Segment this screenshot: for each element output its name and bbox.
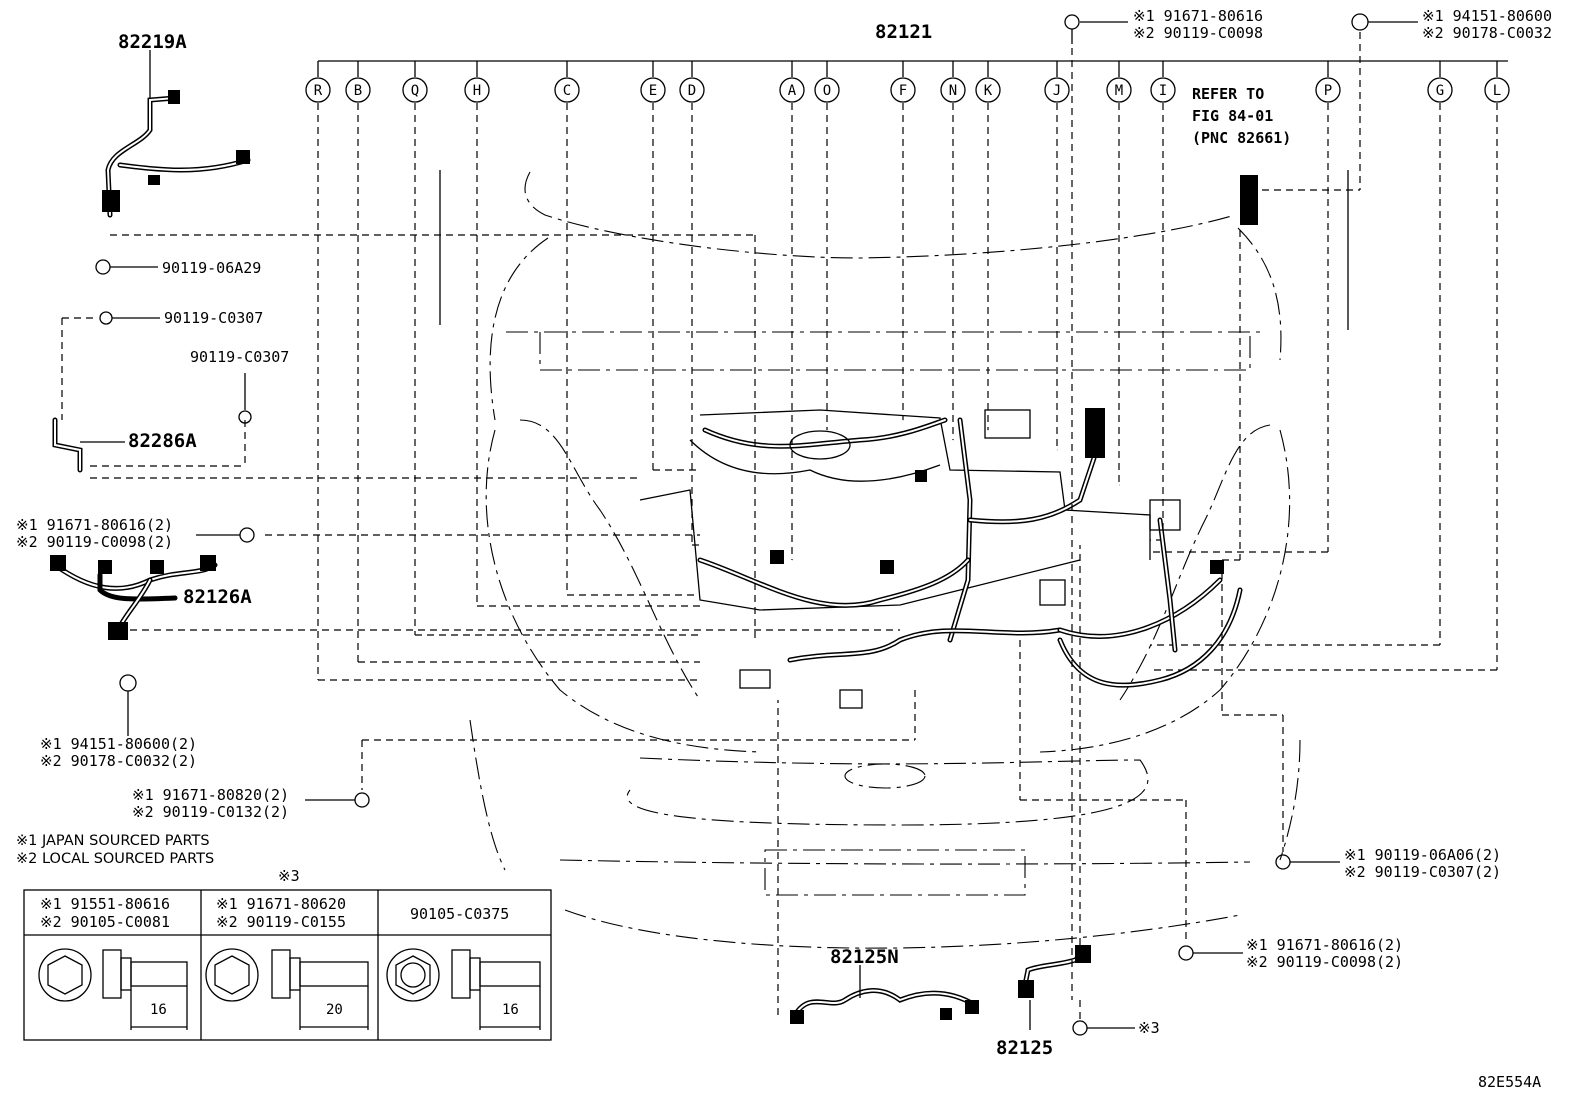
callout-letter-N: N [949, 83, 957, 99]
wire-harness-82126A [50, 534, 900, 640]
engine-wire-harness-82121 [639, 175, 1258, 709]
part-label-top1a: ※1 91671-80616 [1133, 7, 1263, 25]
bolt-length-1: 16 [150, 1002, 167, 1018]
part-label-90119-06A29: 90119-06A29 [162, 259, 261, 277]
callout-circle-C [554, 77, 580, 103]
part-label-90119-C0307-a: 90119-C0307 [164, 309, 263, 327]
fastener-table: ※3 ※1 91551-80616 ※2 90105-C0081 ※1 9167… [23, 867, 552, 1041]
table-cell-2-line-1: ※1 91671-80620 [216, 895, 346, 913]
callout-letter-E: E [649, 83, 657, 99]
bolt-drawing-2: 20 [205, 948, 369, 1030]
callout-circle-B [345, 77, 371, 103]
part-label-right2a: ※1 91671-80616(2) [1246, 936, 1403, 954]
callout-circle-M [1106, 77, 1132, 103]
callout-letter-A: A [788, 83, 797, 99]
nut-drawing-3: 16 [386, 948, 541, 1030]
part-label-right2b: ※2 90119-C0098(2) [1246, 953, 1403, 971]
callout-circle-G [1427, 77, 1453, 103]
callout-circle-Q [402, 77, 428, 103]
part-label-top2b: ※2 90178-C0032 [1422, 24, 1552, 42]
table-cell-1-line-2: ※2 90105-C0081 [40, 913, 170, 931]
note-local-sourced: ※2 LOCAL SOURCED PARTS [16, 851, 214, 867]
callout-letter-Q: Q [411, 83, 419, 99]
part-label-left2b: ※2 90178-C0032(2) [40, 752, 197, 770]
callout-circle-J [1044, 77, 1070, 103]
part-label-top2a: ※1 94151-80600 [1422, 7, 1552, 25]
refer-line-1: REFER TO [1192, 85, 1264, 103]
callout-letter-C: C [563, 83, 571, 99]
fastener-symbols [95, 13, 1418, 1036]
callout-letter-I: I [1159, 83, 1167, 99]
part-label-mid1a: ※1 91671-80820(2) [132, 786, 289, 804]
pnc-label-82286A: 82286A [128, 430, 197, 452]
callout-letter-G: G [1436, 83, 1444, 99]
part-label-left1b: ※2 90119-C0098(2) [16, 533, 173, 551]
part-label-top1b: ※2 90119-C0098 [1133, 24, 1263, 42]
pnc-label-82121: 82121 [875, 21, 932, 43]
refer-line-3: (PNC 82661) [1192, 129, 1291, 147]
callout-circle-N [940, 77, 966, 103]
callout-letter-B: B [354, 83, 362, 99]
part-label-left1a: ※1 91671-80616(2) [16, 516, 173, 534]
callout-circle-K [975, 77, 1001, 103]
table-marker: ※3 [278, 867, 300, 885]
table-cell-2-line-2: ※2 90119-C0155 [216, 913, 346, 931]
callout-circle-I [1150, 77, 1176, 103]
callout-circle-R [305, 77, 331, 103]
callout-circle-D [679, 77, 705, 103]
wire-harness-82286A [52, 317, 640, 479]
part-label-right1a: ※1 90119-06A06(2) [1344, 846, 1501, 864]
part-label-mid1b: ※2 90119-C0132(2) [132, 803, 289, 821]
bolt-drawing-1: 16 [38, 948, 188, 1030]
callout-circle-E [640, 77, 666, 103]
callout-letter-M: M [1115, 83, 1123, 99]
nut-length-3: 16 [502, 1002, 519, 1018]
part-label-left2a: ※1 94151-80600(2) [40, 735, 197, 753]
callout-circle-O [814, 77, 840, 103]
part-label-90119-C0307-b: 90119-C0307 [190, 348, 289, 366]
callout-letter-D: D [688, 83, 696, 99]
callout-circle-L [1484, 77, 1510, 103]
pnc-label-82125N: 82125N [830, 946, 899, 968]
part-label-x3: ※3 [1138, 1019, 1160, 1037]
callout-letter-F: F [899, 83, 907, 99]
callout-letter-P: P [1324, 83, 1332, 99]
callout-circle-F [890, 77, 916, 103]
pnc-label-82219A: 82219A [118, 31, 187, 53]
bolt-length-2: 20 [326, 1002, 343, 1018]
callout-letter-L: L [1493, 83, 1501, 99]
refer-line-2: FIG 84-01 [1192, 107, 1273, 125]
table-cell-3-line-1: 90105-C0375 [410, 905, 509, 923]
callout-letter-K: K [984, 83, 993, 99]
wire-harness-82125N [777, 700, 979, 1024]
callout-letter-R: R [314, 83, 323, 99]
vehicle-body-outline [439, 170, 1349, 949]
pnc-label-82126A: 82126A [183, 586, 252, 608]
callout-circle-A [779, 77, 805, 103]
figure-code: 82E554A [1478, 1073, 1541, 1091]
callout-letter-H: H [473, 83, 481, 99]
note-japan-sourced: ※1 JAPAN SOURCED PARTS [16, 833, 210, 849]
wire-harness-82125 [1018, 545, 1091, 1030]
table-cell-1-line-1: ※1 91551-80616 [40, 895, 170, 913]
part-label-right1b: ※2 90119-C0307(2) [1344, 863, 1501, 881]
callout-letter-O: O [823, 83, 831, 99]
pnc-label-82125: 82125 [996, 1037, 1053, 1059]
callout-circle-H [464, 77, 490, 103]
wire-harness-82219A [102, 50, 756, 640]
callout-letter-J: J [1053, 83, 1061, 99]
callout-circle-P [1315, 77, 1341, 103]
